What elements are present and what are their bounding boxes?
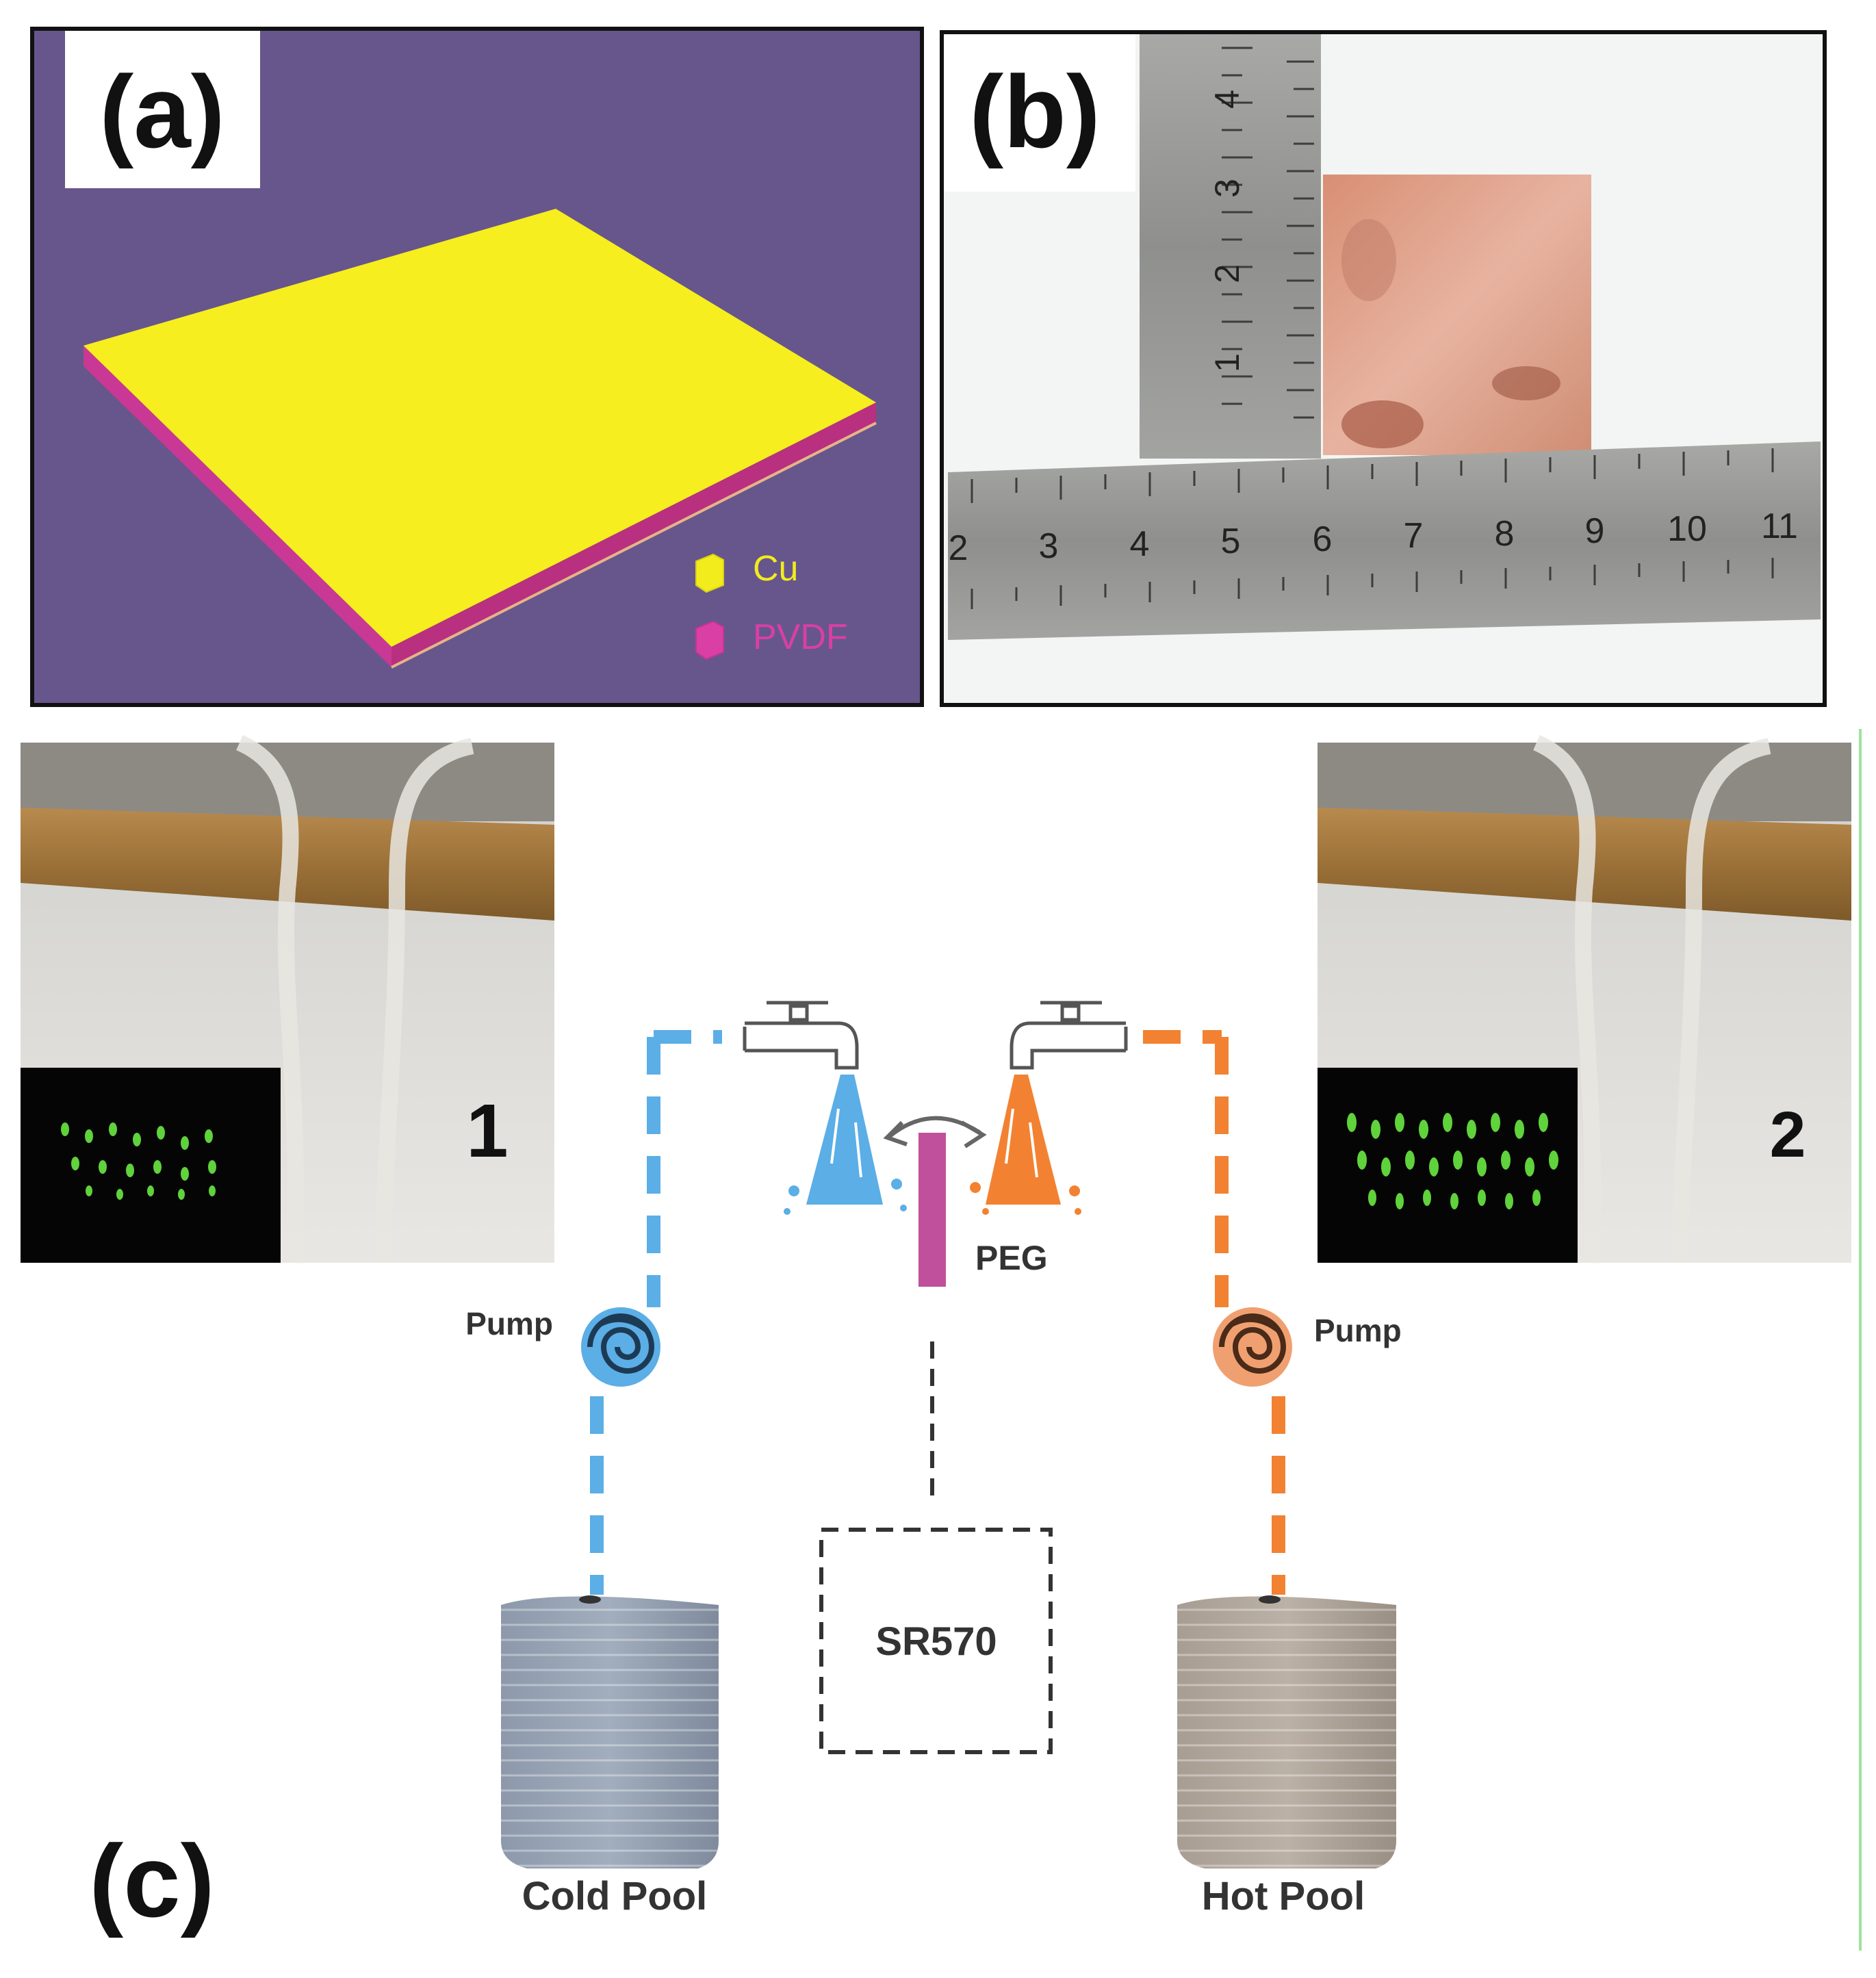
peg-label: PEG — [975, 1239, 1048, 1277]
plate-side-front — [83, 346, 391, 667]
panel-b-label-box — [944, 34, 1135, 192]
legend-pvdf: PVDF — [695, 617, 848, 660]
photo-2-tube — [1672, 738, 1771, 1263]
cold-pool-tank — [501, 1595, 719, 1868]
copper-foil — [1323, 175, 1591, 455]
hruler-num-8: 8 — [1495, 514, 1515, 554]
hot-pump-icon — [1213, 1307, 1292, 1387]
panel-a: (a) Cu PVDF — [30, 27, 924, 707]
photo-2: 2 — [1318, 735, 1851, 1263]
hot-water-spray-icon — [970, 1075, 1081, 1215]
hruler-num-4: 4 — [1130, 524, 1150, 564]
hruler-num-5: 5 — [1221, 522, 1241, 561]
photo-1-tube — [235, 735, 305, 1263]
copper-stain — [1492, 366, 1560, 400]
plate-bottom-edge — [391, 422, 877, 669]
cold-loop-pipe — [590, 1030, 722, 1595]
vruler-num-3: 3 — [1208, 179, 1246, 198]
plate-side-right — [391, 402, 876, 667]
panel-b: (b) 4 3 2 1 — [940, 30, 1827, 707]
vruler-num-1: 1 — [1208, 353, 1246, 372]
photo-1-tube — [375, 738, 474, 1263]
horizontal-ruler: 2 3 4 5 6 7 8 9 10 11 — [948, 441, 1821, 640]
hot-loop-pipe — [1143, 1030, 1285, 1595]
photo-2-tube — [1532, 735, 1602, 1263]
vertical-ruler-body — [1140, 34, 1321, 459]
hruler-num-2: 2 — [949, 528, 968, 568]
hruler-num-6: 6 — [1313, 519, 1333, 559]
plate-top-cu — [83, 209, 876, 647]
legend-pvdf-text: PVDF — [753, 617, 848, 657]
panel-a-label: (a) — [99, 54, 224, 169]
photo-1: 1 — [21, 735, 554, 1263]
cold-water-spray-icon — [784, 1075, 907, 1215]
vruler-num-4: 4 — [1208, 90, 1246, 109]
photo-1-inset-dots — [61, 1122, 216, 1200]
photo-2-inset — [1318, 1068, 1578, 1263]
photo-1-number: 1 — [466, 1089, 508, 1173]
cold-pump-label: Pump — [465, 1306, 553, 1341]
hruler-num-7: 7 — [1404, 516, 1424, 556]
hot-pool-tank — [1177, 1595, 1396, 1868]
cold-pool-label: Cold Pool — [522, 1874, 708, 1918]
legend-cu: Cu — [695, 549, 798, 593]
legend-cu-cube-icon — [695, 553, 724, 593]
panel-c: 1 — [21, 729, 1862, 1951]
vertical-ruler: 4 3 2 1 — [1140, 34, 1321, 459]
hot-pump-label: Pump — [1314, 1313, 1402, 1348]
hot-pool-label: Hot Pool — [1202, 1874, 1365, 1918]
horizontal-ruler-ticks — [971, 448, 1774, 609]
photo-1-inset — [21, 1068, 281, 1263]
panel-b-label: (b) — [969, 54, 1101, 169]
hruler-num-11: 11 — [1761, 506, 1798, 546]
hruler-num-10: 10 — [1667, 509, 1707, 549]
cold-pump-icon — [581, 1307, 660, 1387]
panel-a-label-box — [65, 31, 260, 188]
legend-pvdf-cube-icon — [695, 620, 724, 660]
vruler-num-2: 2 — [1208, 264, 1246, 283]
hruler-num-9: 9 — [1585, 511, 1605, 551]
vertical-ruler-ticks — [1222, 47, 1314, 419]
hot-faucet-icon — [1010, 1001, 1128, 1070]
hruler-num-3: 3 — [1039, 526, 1059, 566]
horizontal-ruler-body — [948, 441, 1821, 640]
sr570-box — [819, 1528, 1053, 1754]
peg-film — [918, 1133, 946, 1287]
cold-faucet-icon — [743, 1001, 859, 1070]
copper-stain — [1341, 219, 1396, 301]
legend-cu-text: Cu — [753, 549, 798, 589]
copper-stain — [1341, 400, 1424, 448]
panel-c-label: (c) — [89, 1823, 214, 1938]
cu-pvdf-plate — [83, 209, 877, 669]
photo-2-number: 2 — [1770, 1099, 1806, 1171]
swap-double-arrow-icon — [883, 1116, 987, 1148]
photo-2-inset-dots — [1347, 1113, 1558, 1209]
sr570-label: SR570 — [875, 1619, 997, 1664]
